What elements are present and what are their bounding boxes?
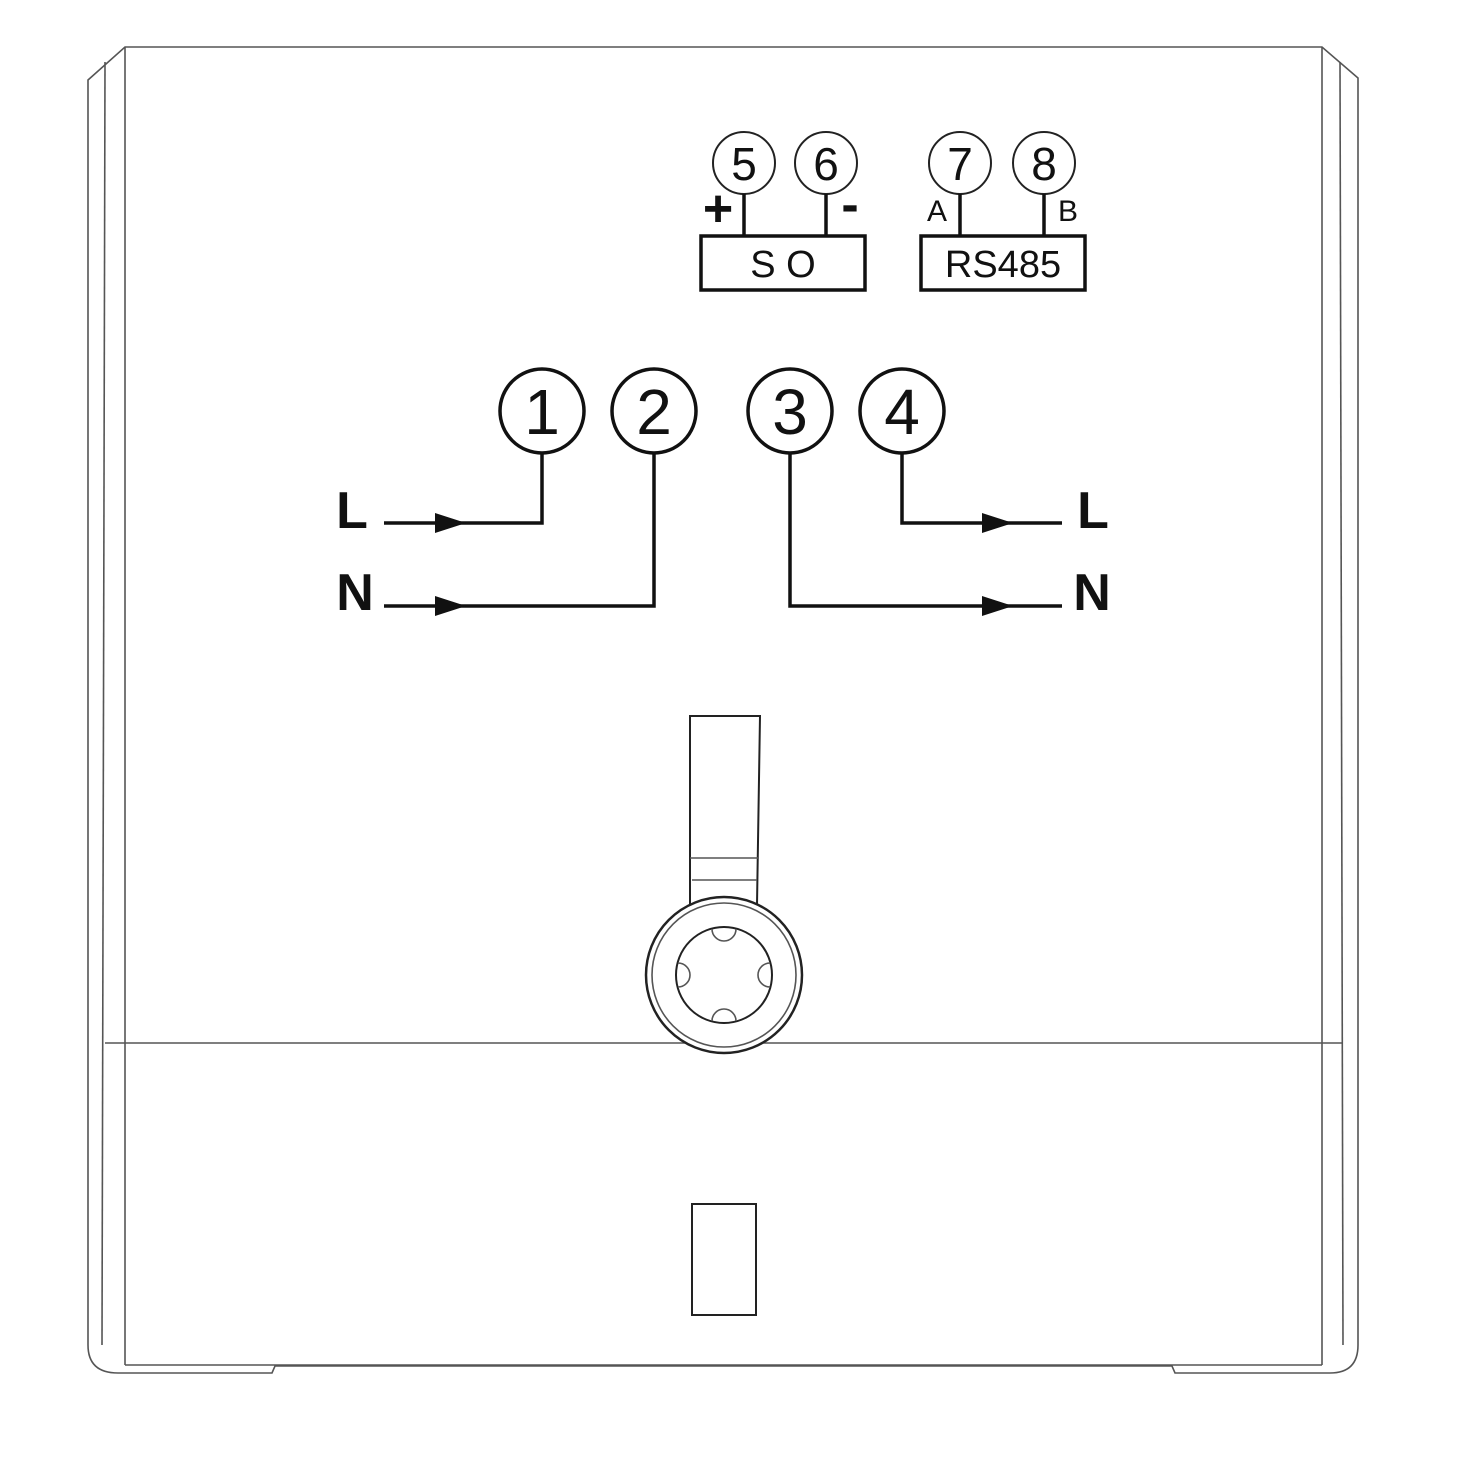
- meter-housing: [87, 46, 1359, 1374]
- input-n-label: N: [336, 564, 374, 622]
- rs485-terminal-group: 7 8 A B RS485: [919, 131, 1087, 292]
- b-label: B: [1058, 195, 1078, 228]
- so-terminal-group: 5 6 + - S O: [699, 131, 867, 292]
- main-terminals: 1 2 3 4: [498, 367, 946, 455]
- slot: [691, 1203, 757, 1316]
- output-l-label: L: [1077, 482, 1109, 540]
- terminal-7-label: 7: [947, 138, 973, 190]
- a-label: A: [927, 195, 947, 228]
- input-l-label: L: [336, 482, 368, 540]
- mounting-clamp: [644, 715, 804, 1055]
- terminal-2-label: 2: [636, 376, 672, 448]
- arrow-icon: [982, 513, 1013, 533]
- terminal-8-label: 8: [1031, 138, 1057, 190]
- arrow-icon: [435, 596, 466, 616]
- terminal-5-label: 5: [731, 138, 757, 190]
- wires: L N L N: [336, 453, 1111, 622]
- so-box: [699, 234, 867, 292]
- plus-label: +: [703, 180, 733, 238]
- rs485-label: RS485: [945, 244, 1061, 286]
- so-label: S O: [750, 244, 815, 286]
- minus-label: -: [841, 176, 858, 234]
- terminal-6-label: 6: [813, 138, 839, 190]
- terminal-1-label: 1: [524, 376, 560, 448]
- output-n-label: N: [1073, 564, 1111, 622]
- terminal-4-label: 4: [884, 376, 920, 448]
- terminal-3-label: 3: [772, 376, 808, 448]
- rs485-box: [919, 234, 1087, 292]
- arrow-icon: [982, 596, 1013, 616]
- arrow-icon: [435, 513, 466, 533]
